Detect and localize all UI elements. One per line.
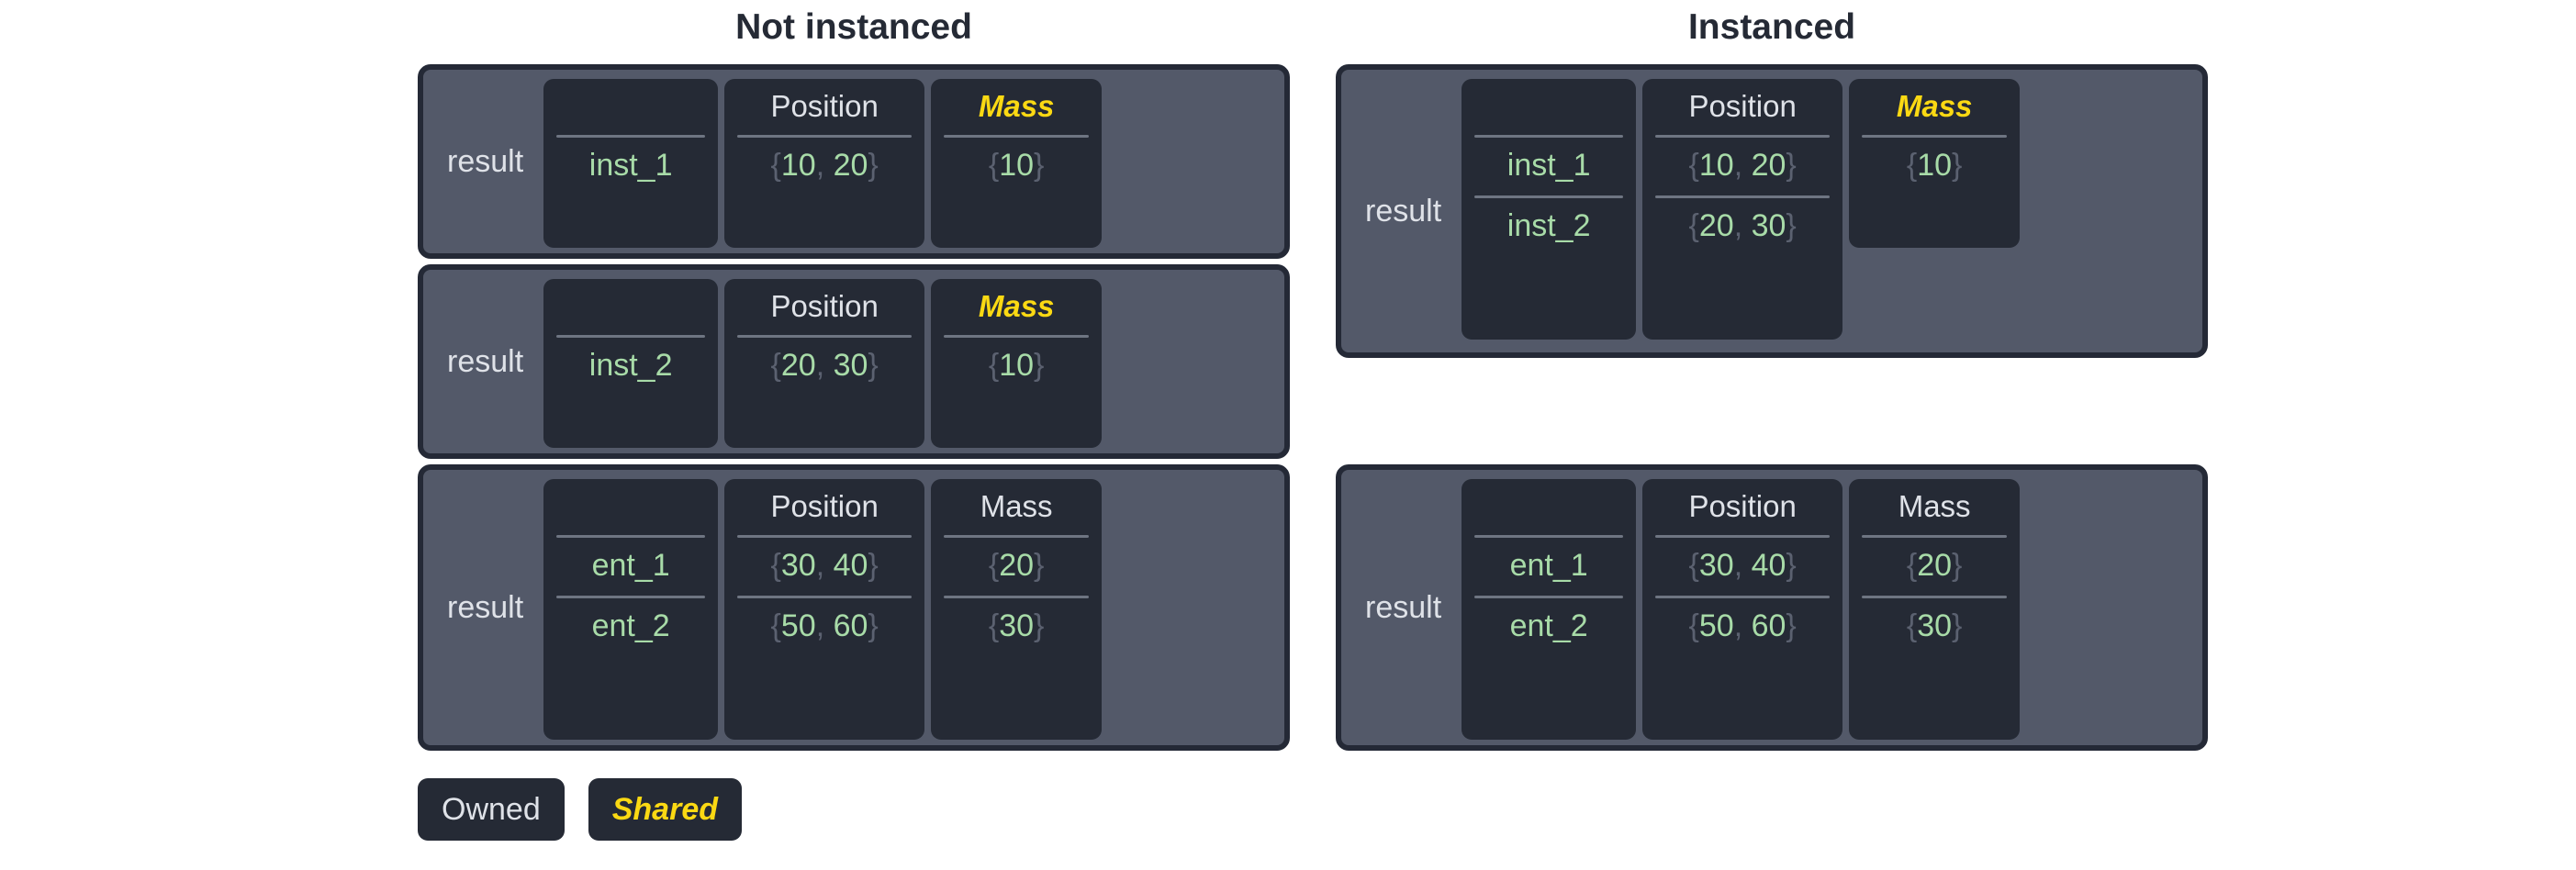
cell-mass: {20} [1906,548,1963,583]
header-rule [1655,535,1831,538]
header-rule [944,135,1090,138]
column-position: Position {30, 40} {50, 60} [724,479,925,740]
cell-position: {30, 40} [1688,548,1797,583]
cell-mass: {20} [988,548,1045,583]
row-rule [1655,195,1831,198]
column-header-mass: Mass [980,489,1053,523]
column-mass: Mass {20} {30} [931,479,1103,740]
row-rule [1862,596,2008,598]
row-rule [944,596,1090,598]
column-mass: Mass {10} [931,279,1103,448]
column-header-mass: Mass [1898,489,1971,523]
cell-entity-name: ent_1 [1509,548,1588,583]
column-position: Position {10, 20} [724,79,925,248]
column-position: Position {20, 30} [724,279,925,448]
column-group: inst_1 inst_2 Position {10, 20} {20, 30}… [1462,79,2021,340]
cell-mass: {30} [988,608,1045,643]
row-rule [1474,596,1624,598]
cell-mass: {10} [988,348,1045,383]
legend-chip-owned: Owned [418,778,565,841]
row-rule [1474,195,1624,198]
column-header-mass: Mass [978,89,1055,123]
header-rule [1862,135,2008,138]
column-entity-name: inst_1 [543,79,719,248]
column-entity-name: ent_1 ent_2 [1462,479,1637,740]
header-rule [737,335,913,338]
header-rule [556,135,706,138]
header-rule [737,135,913,138]
panel-not-instanced-inst2: result inst_2 Position {20, 30} Mass {10… [418,264,1290,459]
cell-position: {20, 30} [1688,208,1797,243]
panel-label-result: result [447,143,524,179]
cell-position: {10, 20} [1688,148,1797,183]
legend: Owned Shared [418,778,742,841]
column-header-mass: Mass [978,289,1055,323]
header-rule [1474,135,1624,138]
column-header-position: Position [770,289,879,323]
row-rule [556,596,706,598]
cell-entity-name: ent_2 [1509,608,1588,643]
column-title-instanced: Instanced [1687,7,1856,47]
cell-entity-name: inst_2 [588,348,673,383]
column-mass: Mass {10} [931,79,1103,248]
panel-label-result: result [1365,193,1442,229]
column-entity-name: inst_1 inst_2 [1462,79,1637,340]
column-group: inst_1 Position {10, 20} Mass {10} [543,79,1103,248]
column-header-blank [556,84,705,128]
panel-instanced-entities: result ent_1 ent_2 Position {30, 40} {50… [1336,464,2208,751]
column-position: Position {10, 20} {20, 30} [1642,79,1843,340]
column-header-blank [556,485,705,529]
header-rule [944,535,1090,538]
column-header-position: Position [1688,89,1797,123]
panel-label-result: result [1365,589,1442,625]
cell-entity-name: inst_2 [1506,208,1591,243]
cell-position: {50, 60} [1688,608,1797,643]
cell-entity-name: ent_2 [591,608,670,643]
header-rule [1474,535,1624,538]
header-rule [1655,135,1831,138]
column-header-blank [1474,485,1623,529]
column-mass: Mass {20} {30} [1849,479,2021,740]
cell-position: {50, 60} [770,608,879,643]
cell-mass: {10} [988,148,1045,183]
column-header-position: Position [770,489,879,523]
header-rule [556,335,706,338]
header-rule [556,535,706,538]
legend-chip-shared: Shared [588,778,742,841]
column-group: ent_1 ent_2 Position {30, 40} {50, 60} M… [543,479,1103,740]
column-header-blank [1474,84,1623,128]
panel-not-instanced-entities: result ent_1 ent_2 Position {30, 40} {50… [418,464,1290,751]
row-rule [1655,596,1831,598]
cell-entity-name: inst_1 [1506,148,1591,183]
header-rule [737,535,913,538]
cell-mass: {30} [1906,608,1963,643]
column-entity-name: ent_1 ent_2 [543,479,719,740]
column-header-position: Position [1688,489,1797,523]
row-rule [737,596,913,598]
cell-position: {30, 40} [770,548,879,583]
header-rule [1862,535,2008,538]
cell-entity-name: inst_1 [588,148,673,183]
column-group: inst_2 Position {20, 30} Mass {10} [543,279,1103,448]
panel-label-result: result [447,343,524,379]
cell-position: {10, 20} [770,148,879,183]
column-position: Position {30, 40} {50, 60} [1642,479,1843,740]
cell-position: {20, 30} [770,348,879,383]
panel-not-instanced-inst1: result inst_1 Position {10, 20} Mass {10… [418,64,1290,259]
header-rule [944,335,1090,338]
column-entity-name: inst_2 [543,279,719,448]
column-header-position: Position [770,89,879,123]
panel-label-result: result [447,589,524,625]
column-group: ent_1 ent_2 Position {30, 40} {50, 60} M… [1462,479,2021,740]
column-mass-shared: Mass {10} [1849,79,2021,248]
cell-mass: {10} [1906,148,1963,183]
column-header-mass: Mass [1896,89,1973,123]
column-title-not-instanced: Not instanced [735,7,972,47]
panel-instanced-instances: result inst_1 inst_2 Position {10, 20} {… [1336,64,2208,358]
column-header-blank [556,284,705,329]
cell-entity-name: ent_1 [591,548,670,583]
